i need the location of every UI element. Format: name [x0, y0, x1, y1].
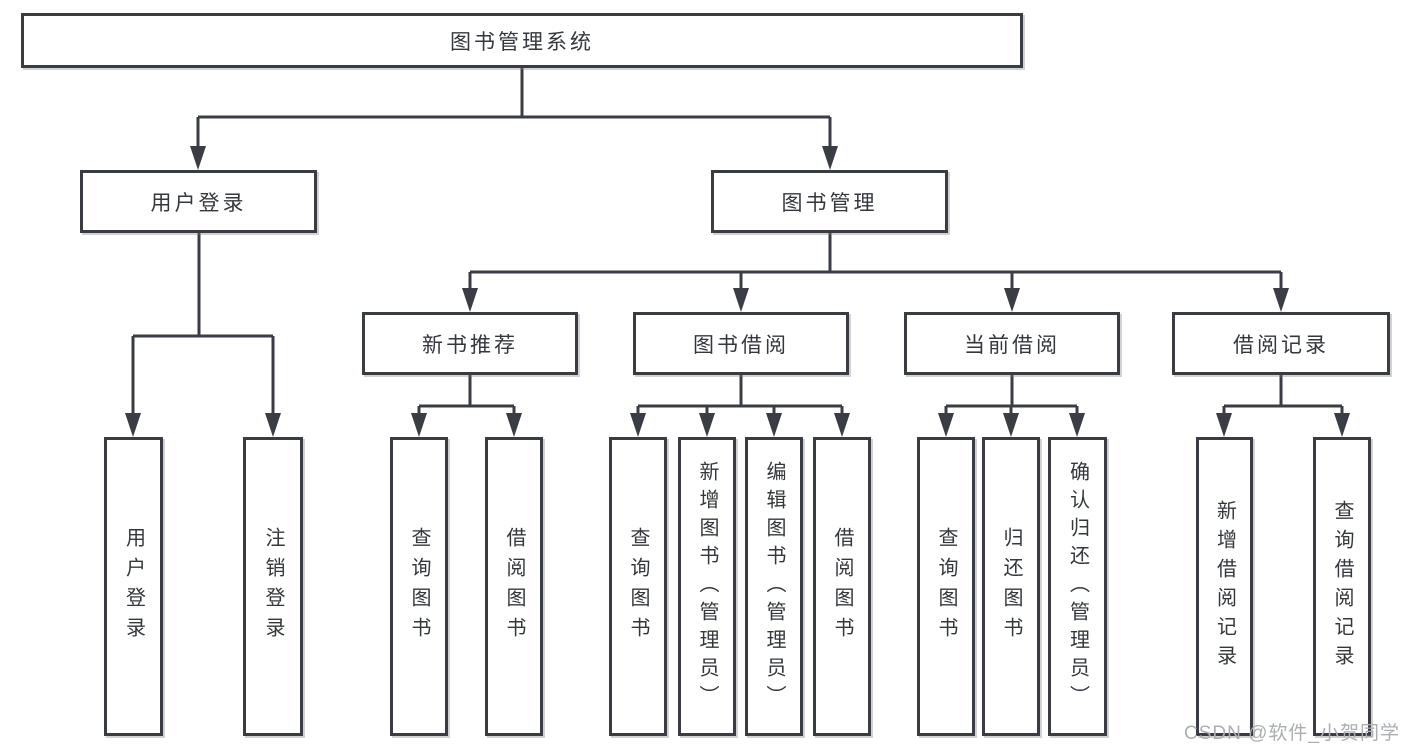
leaf-return-books: 归还图书 [982, 437, 1040, 736]
arrowhead-icon [462, 288, 478, 312]
leaf-edit-books-admin: 编辑图书（管理员） [745, 437, 803, 736]
node-root-label: 图书管理系统 [450, 30, 594, 54]
connector-borrow-record-to-leaves [1216, 375, 1350, 437]
leaf-logout-label: 注销登录 [262, 526, 284, 647]
connector-root-to-level2 [190, 68, 838, 170]
arrowhead-icon [766, 413, 782, 437]
leaf-confirm-return-admin-label: 确认归还（管理员） [1066, 460, 1089, 713]
connector-book-management-to-level3 [462, 233, 1289, 312]
arrowhead-icon [1334, 413, 1350, 437]
node-user-login: 用户登录 [80, 170, 317, 233]
node-book-borrowing: 图书借阅 [633, 312, 849, 375]
leaf-user-login: 用户登录 [104, 437, 163, 736]
leaf-add-borrow-record-label: 新增借阅记录 [1213, 499, 1236, 674]
leaf-query-borrow-record-label: 查询借阅记录 [1331, 499, 1353, 674]
leaf-query-borrow-record: 查询借阅记录 [1313, 437, 1371, 736]
arrowhead-icon [1273, 288, 1289, 312]
arrowhead-icon [822, 146, 838, 170]
arrowhead-icon [1004, 288, 1020, 312]
leaf-borrow-books-recommend-label: 借阅图书 [503, 526, 525, 647]
leaf-edit-books-admin-label: 编辑图书（管理员） [763, 460, 785, 713]
leaf-query-books-recommend: 查询图书 [390, 437, 448, 736]
node-new-book-recommendation-label: 新书推荐 [422, 333, 518, 357]
leaf-borrow-books-label: 借阅图书 [831, 526, 853, 647]
leaf-query-books-current-label: 查询图书 [935, 526, 957, 647]
leaf-query-books-borrow: 查询图书 [609, 437, 667, 736]
node-current-borrowing-label: 当前借阅 [964, 333, 1060, 357]
leaf-user-login-label: 用户登录 [122, 526, 145, 647]
node-borrowing-records-label: 借阅记录 [1233, 333, 1329, 357]
node-root: 图书管理系统 [21, 13, 1023, 68]
arrowhead-icon [938, 413, 954, 437]
csdn-watermark: CSDN @软件_小贺同学 [1184, 723, 1400, 744]
arrowhead-icon [630, 413, 646, 437]
leaf-add-borrow-record: 新增借阅记录 [1196, 437, 1253, 736]
leaf-query-books-recommend-label: 查询图书 [408, 526, 430, 647]
arrowhead-icon [265, 413, 281, 437]
leaf-confirm-return-admin: 确认归还（管理员） [1048, 437, 1107, 736]
connector-new-book-to-leaves [411, 375, 522, 437]
arrowhead-icon [411, 413, 427, 437]
node-book-management-label: 图书管理 [781, 191, 878, 215]
arrowhead-icon [125, 413, 141, 437]
leaf-borrow-books-recommend: 借阅图书 [485, 437, 543, 736]
node-borrowing-records: 借阅记录 [1172, 312, 1390, 375]
leaf-query-books-borrow-label: 查询图书 [627, 526, 649, 647]
leaf-logout: 注销登录 [243, 437, 303, 736]
arrowhead-icon [1069, 413, 1085, 437]
leaf-borrow-books: 借阅图书 [813, 437, 871, 736]
connector-user-login-to-leaves [125, 233, 281, 437]
leaf-return-books-label: 归还图书 [1000, 526, 1022, 647]
arrowhead-icon [190, 146, 206, 170]
node-book-borrowing-label: 图书借阅 [693, 333, 789, 357]
arrowhead-icon [1216, 413, 1232, 437]
node-book-management: 图书管理 [711, 170, 948, 233]
connector-current-borrow-to-leaves [938, 375, 1085, 437]
arrowhead-icon [733, 288, 749, 312]
leaf-query-books-current: 查询图书 [917, 437, 975, 736]
arrowhead-icon [1003, 413, 1019, 437]
leaf-add-books-admin: 新增图书（管理员） [678, 437, 736, 736]
leaf-add-books-admin-label: 新增图书（管理员） [696, 460, 718, 713]
arrowhead-icon [699, 413, 715, 437]
node-user-login-label: 用户登录 [150, 191, 247, 215]
node-new-book-recommendation: 新书推荐 [362, 312, 578, 375]
arrowhead-icon [834, 413, 850, 437]
node-current-borrowing: 当前借阅 [904, 312, 1120, 375]
connector-book-borrow-to-leaves [630, 375, 850, 437]
arrowhead-icon [506, 413, 522, 437]
